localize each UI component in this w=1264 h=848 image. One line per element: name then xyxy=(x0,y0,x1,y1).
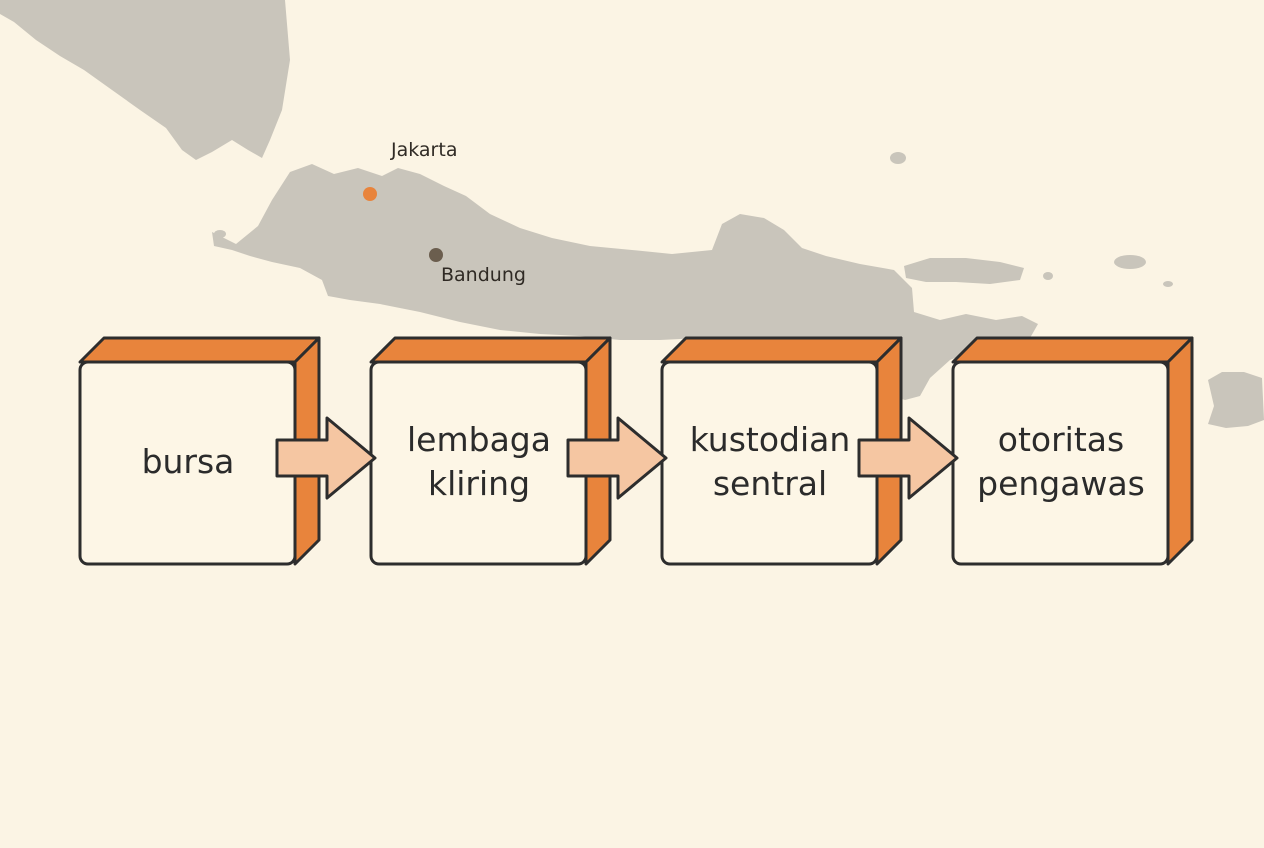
bali-island xyxy=(1208,372,1264,428)
islet xyxy=(890,152,906,164)
step-label-bursa: bursa xyxy=(141,442,235,481)
box-top-face xyxy=(660,336,903,364)
city-label-jakarta: Jakarta xyxy=(391,139,458,161)
city-label-bandung: Bandung xyxy=(441,264,526,286)
box-top-face xyxy=(369,336,612,364)
islet xyxy=(1163,281,1173,287)
box-side-face xyxy=(1166,336,1194,566)
sumatra-landmass xyxy=(0,0,290,160)
flow-arrow xyxy=(857,416,959,500)
step-label-kustodian-sentral: kustodian sentral xyxy=(689,420,851,503)
jakarta-marker xyxy=(363,187,377,201)
step-label-lembaga-kliring: lembaga kliring xyxy=(407,420,551,503)
flow-arrow xyxy=(275,416,377,500)
islet xyxy=(1043,272,1053,280)
islet xyxy=(1114,255,1146,269)
islet xyxy=(214,230,226,238)
madura-island xyxy=(904,258,1024,284)
flow-arrow xyxy=(566,416,668,500)
box-top-face xyxy=(78,336,321,364)
step-label-otoritas-pengawas: otoritas pengawas xyxy=(977,420,1145,503)
box-top-face xyxy=(951,336,1194,364)
bandung-marker xyxy=(429,248,443,262)
